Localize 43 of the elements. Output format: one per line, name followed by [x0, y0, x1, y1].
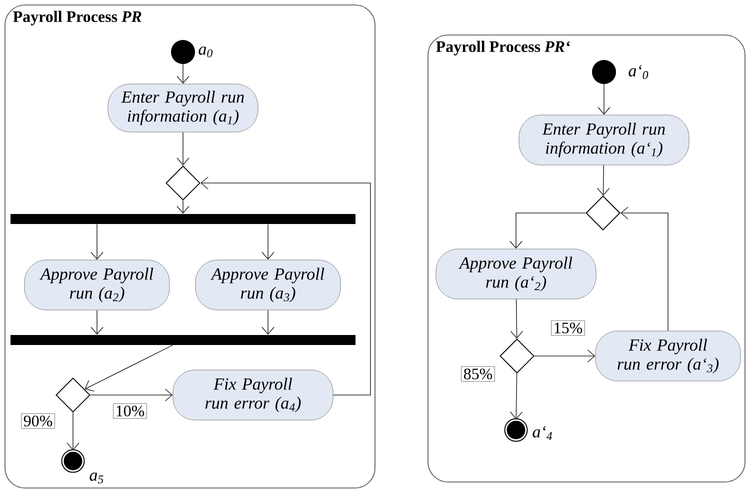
start-node — [592, 60, 616, 84]
action-box: Approve Payroll run (a$_{2}$) — [24, 260, 170, 310]
edge-label: 15% — [551, 320, 585, 336]
decision-diamond — [500, 338, 534, 374]
arrow — [510, 212, 586, 249]
arrow — [262, 224, 274, 260]
arrow — [176, 200, 190, 214]
end-node — [504, 418, 528, 442]
action-box: Enter Payroll run information (a$_{1}$) — [108, 84, 258, 132]
arrow — [510, 298, 524, 339]
node-label: a$_{0}$ — [198, 46, 212, 58]
action-box: Enter Payroll run information (a‘$_{1}$) — [518, 114, 690, 166]
action-box: Approve Payroll run (a‘$_{2}$) — [436, 248, 596, 300]
end-node — [61, 449, 85, 473]
arrow — [596, 164, 610, 196]
arrow — [510, 372, 523, 420]
decision-diamond — [166, 166, 200, 200]
arrow — [176, 132, 190, 166]
decision-diamond — [586, 196, 620, 230]
arrow — [90, 224, 104, 260]
arrow — [534, 350, 596, 362]
sync-bar — [10, 335, 356, 345]
action-box: Fix Payroll run error (a‘$_{3}$) — [595, 330, 741, 382]
sync-bar — [10, 214, 356, 224]
arrow — [262, 310, 274, 335]
arrow — [84, 344, 173, 392]
edge-label: 85% — [461, 366, 495, 382]
arrow — [90, 388, 173, 402]
arrow — [200, 176, 371, 396]
arrow — [66, 412, 80, 450]
action-box: Fix Payroll run error (a$_{4}$) — [172, 370, 334, 420]
node-label: a$_{5}$ — [90, 472, 104, 484]
edge-label: 10% — [113, 403, 147, 419]
decision-diamond — [56, 378, 90, 412]
arrow — [620, 206, 668, 332]
arrow — [176, 64, 190, 84]
arrow — [90, 310, 104, 335]
arrow — [598, 84, 610, 115]
node-label: a‘$_{4}$ — [532, 426, 552, 440]
node-label: a‘$_{0}$ — [628, 65, 648, 79]
edge-label: 90% — [21, 413, 55, 429]
start-node — [171, 40, 195, 64]
action-box: Approve Payroll run (a$_{3}$) — [195, 260, 341, 310]
